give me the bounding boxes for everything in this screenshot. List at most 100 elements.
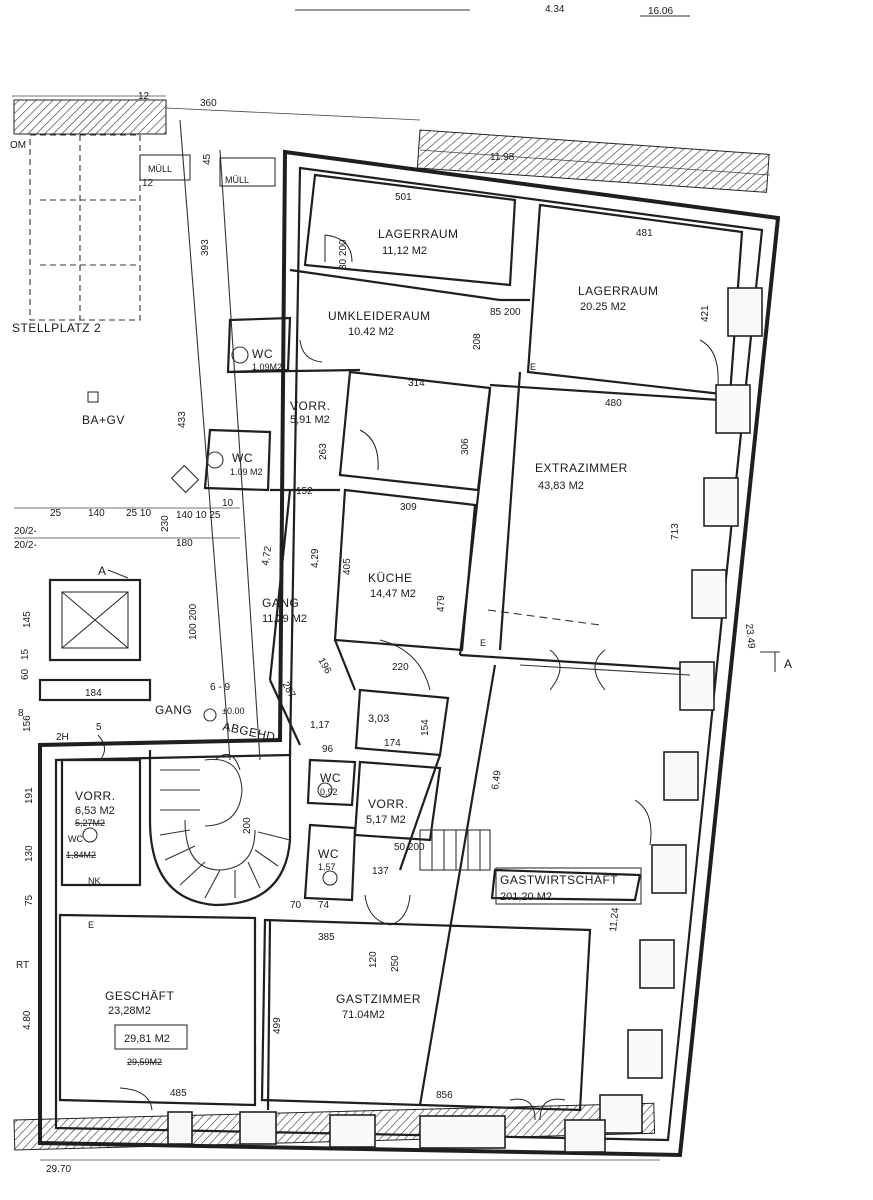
room-wc-3-area: 0,92 xyxy=(320,787,338,797)
rt-label: RT xyxy=(16,960,29,971)
dim-12: 12 xyxy=(138,91,150,102)
stellplatz-label: STELLPLATZ 2 xyxy=(12,321,101,335)
dim-480b: 4.80 xyxy=(22,1010,33,1030)
room-gastzimmer-area: 71.04M2 xyxy=(342,1009,385,1021)
dim-360: 360 xyxy=(200,98,217,109)
room-gastwirtschaft-name: GASTWIRTSCHAFT xyxy=(500,873,618,887)
room-geschaeft-area-struck: 29,59M2 xyxy=(127,1057,162,1067)
room-gang-1-area: 11,29 M2 xyxy=(262,613,307,625)
dim-50-200: 50 200 xyxy=(394,842,425,853)
room-geschaeft-area: 23,28M2 xyxy=(108,1005,151,1017)
dim-405: 405 xyxy=(342,558,353,575)
muell-label-2: MÜLL xyxy=(225,175,249,185)
section-a-label-2: A xyxy=(784,657,793,671)
dim-385: 385 xyxy=(318,932,335,943)
room-vorr-1-name: VORR. xyxy=(290,399,331,413)
room-gang-1-name: GANG xyxy=(262,596,299,610)
room-vorr-2-area: 5,17 M2 xyxy=(366,814,406,826)
room-wc-1-area: 1.09M2 xyxy=(252,362,282,372)
dim-6-9: 6 - 9 xyxy=(210,682,230,693)
room-wc-3-name: WC xyxy=(320,771,341,785)
room-extrazimmer-area: 43,83 M2 xyxy=(538,480,584,492)
elevator-core xyxy=(38,578,152,702)
room-kueche-name: KÜCHE xyxy=(368,571,413,585)
dim-230: 230 xyxy=(160,515,171,532)
dim-152: 152 xyxy=(296,486,313,497)
top-dimension-lines: 12 360 11.98 xyxy=(12,91,771,176)
dim-120: 120 xyxy=(368,951,379,968)
room-vorr-3-area-struck: 5,27M2 xyxy=(75,818,105,828)
dim-25-10: 25 10 xyxy=(126,508,151,519)
dim-1198: 11.98 xyxy=(490,152,515,163)
dim-8: 8 xyxy=(18,708,24,719)
top-scrawl: 4.34 16.06 xyxy=(295,4,690,17)
bottom-facade-pillars xyxy=(167,1111,606,1153)
dim-479: 479 xyxy=(436,595,447,612)
dim-180: 180 xyxy=(176,538,193,549)
dim-20-2-a: 20/2- xyxy=(14,526,37,537)
dim-10: 10 xyxy=(222,498,234,509)
dim-75: 75 xyxy=(24,894,35,906)
dim-15: 15 xyxy=(20,648,31,660)
room-gang-2-name: GANG xyxy=(155,703,192,717)
dim-472: 4,72 xyxy=(260,545,274,567)
dim-306: 306 xyxy=(460,438,471,455)
e-label-2: E xyxy=(480,638,486,648)
dim-184: 184 xyxy=(85,688,102,699)
dim-80-200: 80 200 xyxy=(338,239,349,270)
dim-2h: 2H xyxy=(56,732,69,743)
room-vorr-2-name: VORR. xyxy=(368,797,409,811)
room-small-area: 3,03 xyxy=(368,713,389,725)
muell-label-1: MÜLL xyxy=(148,164,172,174)
room-vorr-3-name: VORR. xyxy=(75,789,116,803)
dim-2349: 23.49 xyxy=(743,623,757,649)
dim-433: 433 xyxy=(177,411,188,428)
om-label: OM xyxy=(10,140,26,151)
dim-200: 200 xyxy=(242,817,253,834)
dim-649: 6,49 xyxy=(490,769,504,790)
dim-130: 130 xyxy=(24,845,35,862)
dim-85-200: 85 200 xyxy=(490,307,521,318)
dim-96: 96 xyxy=(322,744,334,755)
dim-485: 485 xyxy=(170,1088,187,1099)
room-lagerraum-1-area: 11,12 M2 xyxy=(382,245,427,257)
room-wc-2-area: 1.09 M2 xyxy=(230,467,263,477)
room-wc-4-name: WC xyxy=(318,847,339,861)
e-label-1: E xyxy=(88,920,94,930)
dim-154: 154 xyxy=(420,719,431,736)
dim-137: 137 xyxy=(372,866,389,877)
dim-156: 156 xyxy=(22,715,33,732)
dim-208: 208 xyxy=(472,333,483,350)
dim-25: 25 xyxy=(50,508,62,519)
section-a-label: A xyxy=(98,564,107,578)
top-scrawl-b: 16.06 xyxy=(648,6,673,17)
dim-70: 70 xyxy=(290,900,302,911)
dim-2970: 29.70 xyxy=(46,1164,71,1175)
e-label-3: E xyxy=(530,362,536,372)
dim-250: 250 xyxy=(390,955,401,972)
room-wc-2-name: WC xyxy=(232,451,253,465)
nk-label: NK xyxy=(88,876,101,886)
top-scrawl-a: 4.34 xyxy=(545,4,565,15)
room-gastwirtschaft-area: 201,20 M2 xyxy=(500,891,552,903)
dim-220: 220 xyxy=(392,662,409,673)
room-extrazimmer-name: EXTRAZIMMER xyxy=(535,461,628,475)
room-lagerraum-1-name: LAGERRAUM xyxy=(378,227,459,241)
facade-pillars xyxy=(599,287,763,1134)
dim-481: 481 xyxy=(636,228,653,239)
dim-480: 480 xyxy=(605,398,622,409)
room-geschaeft-area-boxed: 29,81 M2 xyxy=(124,1033,170,1045)
small-staircase xyxy=(419,829,491,871)
room-wc-1-name: WC xyxy=(252,347,273,361)
dim-196: 196 xyxy=(315,656,333,676)
dim-501: 501 xyxy=(395,192,412,203)
room-lagerraum-2-area: 20.25 M2 xyxy=(580,301,626,313)
room-umkleideraum-area: 10.42 M2 xyxy=(348,326,394,338)
room-wc-5-area-struck: 1,84M2 xyxy=(66,850,96,860)
room-gang-2-level: ±0.00 xyxy=(222,706,244,716)
dim-314: 314 xyxy=(408,378,425,389)
dim-140-10-25: 140 10 25 xyxy=(176,510,221,521)
dim-174: 174 xyxy=(384,738,401,749)
dim-263: 263 xyxy=(318,443,329,460)
